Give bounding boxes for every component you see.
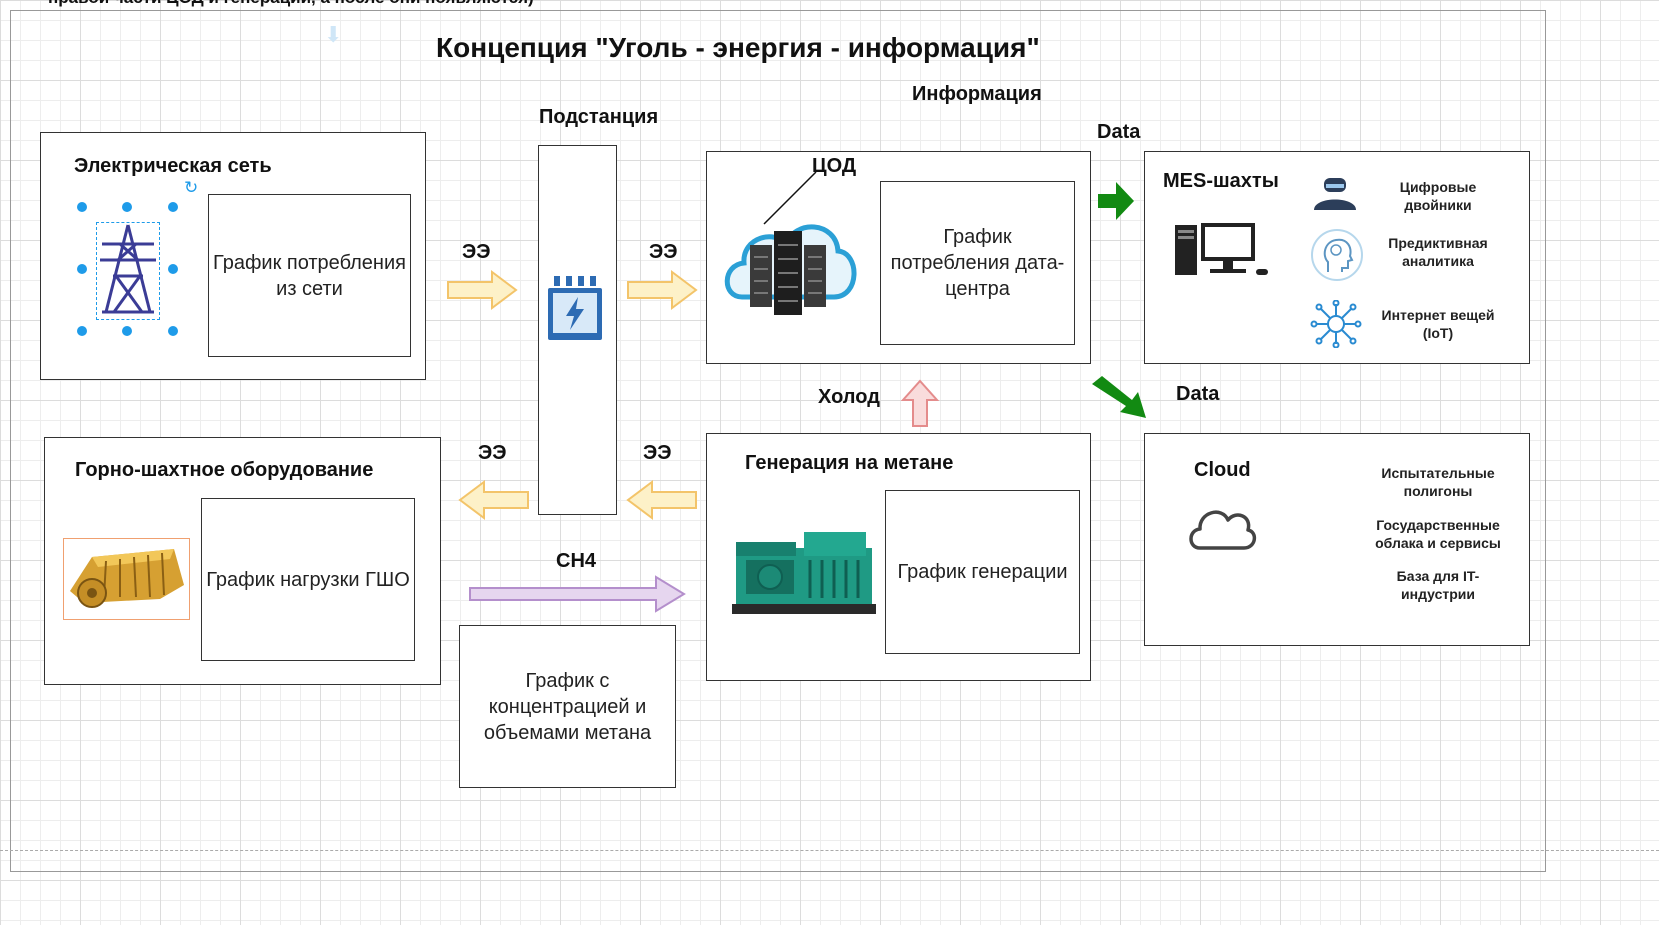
generation-title: Генерация на метане — [745, 452, 954, 474]
datacenter-chart-label: График потребления дата-центра — [890, 226, 1065, 300]
label-data-top: Data — [1097, 121, 1141, 143]
generation-chart-label: График генерации — [897, 561, 1068, 583]
arrow-generation-to-substation — [626, 480, 697, 520]
resize-handle[interactable] — [168, 264, 178, 274]
mining-chart-label: График нагрузки ГШО — [206, 568, 410, 591]
resize-handle[interactable] — [168, 326, 178, 336]
page-frame — [10, 10, 1546, 872]
mining-title: Горно-шахтное оборудование — [75, 459, 374, 481]
gas-generator-icon — [732, 532, 876, 614]
arrow-data-to-mes — [1098, 182, 1134, 220]
mining-chart[interactable]: График нагрузки ГШО — [201, 498, 415, 661]
rotate-handle-icon[interactable]: ↻ — [184, 178, 199, 197]
label-ch4: CH4 — [556, 550, 597, 572]
cloud-icon — [1189, 510, 1257, 550]
mes-item-predictive-analytics: Предиктивная аналитика — [1388, 235, 1488, 269]
label-ee-2: ЭЭ — [649, 241, 678, 263]
computer-icon — [1175, 223, 1268, 275]
resize-handle[interactable] — [77, 264, 87, 274]
arrow-substation-to-mining — [458, 480, 529, 520]
arrow-cold-to-datacenter — [900, 379, 940, 427]
grid-chart-label: График потребления из сети — [213, 251, 406, 300]
cloud-item-it-base: База для IT-индустрии — [1396, 568, 1480, 602]
label-information: Информация — [912, 83, 1042, 105]
arrow-grid-to-substation — [447, 270, 518, 310]
top-note: правой части ЦОД и генерации, а после он… — [48, 0, 534, 8]
label-substation: Подстанция — [539, 106, 659, 128]
label-ee-4: ЭЭ — [643, 442, 672, 464]
arrow-data-to-cloud — [1092, 376, 1146, 418]
brain-head-icon — [1311, 229, 1363, 281]
datacenter-pointer-line — [763, 171, 817, 225]
diagram-title: Концепция "Уголь - энергия - информация" — [436, 32, 1040, 63]
datacenter-chart[interactable]: График потребления дата-центра — [880, 181, 1075, 345]
arrow-substation-to-datacenter — [627, 270, 698, 310]
cloud-item-test-grounds: Испытательные полигоны — [1381, 465, 1495, 499]
mining-shearer-icon — [70, 549, 184, 608]
resize-handle[interactable] — [168, 202, 178, 212]
iot-network-icon — [1310, 300, 1362, 348]
label-ee-3: ЭЭ — [478, 442, 507, 464]
grid-chart[interactable]: График потребления из сети — [208, 194, 411, 357]
mes-item-iot: Интернет вещей (IoT) — [1381, 307, 1495, 341]
power-tower-icon — [100, 224, 156, 314]
resize-handle[interactable] — [77, 326, 87, 336]
arrow-methane-to-generation — [469, 575, 686, 613]
cloud-title: Cloud — [1194, 459, 1251, 481]
mes-title: MES-шахты — [1163, 170, 1279, 192]
label-cold: Холод — [818, 386, 880, 408]
label-data-bottom: Data — [1176, 383, 1220, 405]
resize-handle[interactable] — [122, 326, 132, 336]
datacenter-cloud-servers-icon — [724, 224, 857, 315]
drop-arrow-icon: ⬇ — [324, 22, 343, 47]
mes-item-digital-twins: Цифровые двойники — [1399, 179, 1477, 213]
resize-handle[interactable] — [77, 202, 87, 212]
datacenter-title: ЦОД — [812, 155, 857, 177]
mining-machine-image — [63, 538, 190, 620]
selection-box[interactable] — [96, 222, 160, 320]
cloud-item-gov-clouds: Государственные облака и сервисы — [1375, 517, 1501, 551]
methane-chart[interactable]: График с концентрацией и объемами метана — [459, 625, 676, 788]
methane-chart-label: График с концентрацией и объемами метана — [483, 669, 652, 744]
digital-twin-icon — [1314, 178, 1356, 210]
grid-title: Электрическая сеть — [74, 155, 272, 177]
transformer-icon — [548, 276, 602, 340]
label-ee-1: ЭЭ — [462, 241, 491, 263]
generation-chart[interactable]: График генерации — [885, 490, 1080, 654]
resize-handle[interactable] — [122, 202, 132, 212]
page-break-line — [0, 850, 1659, 851]
